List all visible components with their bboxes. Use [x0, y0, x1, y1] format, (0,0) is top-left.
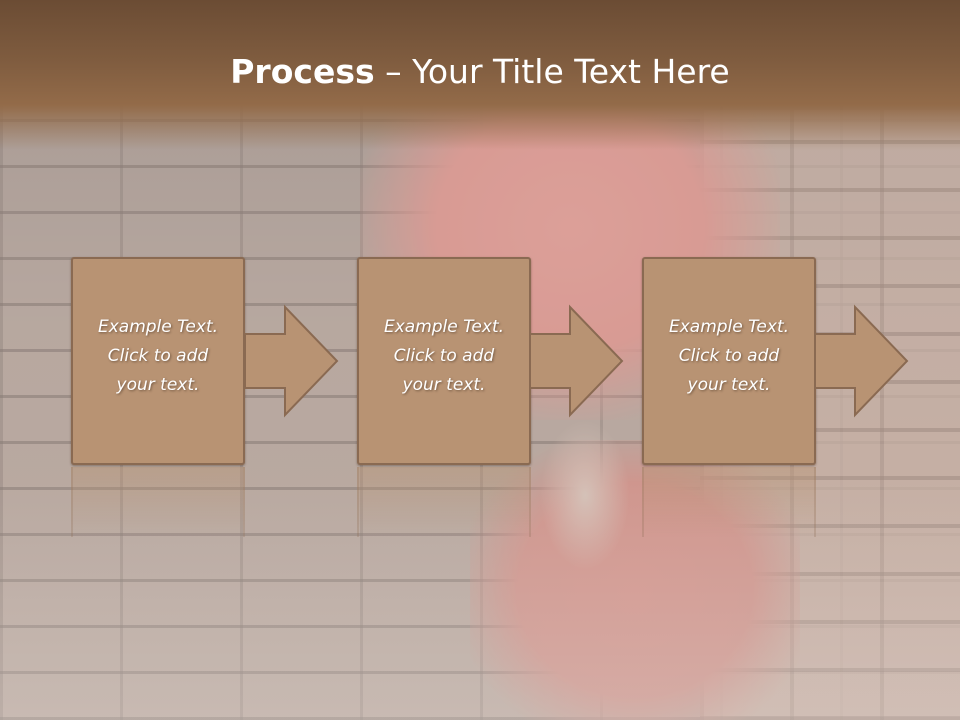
step-text[interactable]: Example Text. Click to add your text.: [73, 313, 243, 400]
right-arrow-icon: [814, 304, 909, 418]
box-reflection: [357, 467, 531, 537]
step-text-line: your text.: [116, 375, 200, 395]
step-text-line: Example Text.: [383, 317, 505, 337]
title-bold: Process: [230, 52, 375, 91]
step-text[interactable]: Example Text. Click to add your text.: [359, 313, 529, 400]
process-step-box[interactable]: Example Text. Click to add your text.: [642, 257, 816, 465]
box-reflection: [642, 467, 816, 537]
right-arrow-icon: [529, 304, 624, 418]
process-step-box[interactable]: Example Text. Click to add your text.: [357, 257, 531, 465]
red-dress-lower: [470, 440, 800, 720]
right-arrow-icon: [244, 304, 339, 418]
step-text-line: your text.: [402, 375, 486, 395]
step-text-line: your text.: [687, 375, 771, 395]
background-fade: [0, 480, 960, 720]
slide-title[interactable]: Process – Your Title Text Here: [0, 52, 960, 91]
step-text-line: Example Text.: [668, 317, 790, 337]
title-bar: [0, 0, 960, 150]
step-text-line: Click to add: [107, 346, 209, 366]
title-rest: – Your Title Text Here: [374, 52, 730, 91]
box-reflection: [71, 467, 245, 537]
step-text-line: Example Text.: [97, 317, 219, 337]
step-text-line: Click to add: [393, 346, 495, 366]
step-text-line: Click to add: [678, 346, 780, 366]
hand-image: [540, 420, 630, 570]
process-step-box[interactable]: Example Text. Click to add your text.: [71, 257, 245, 465]
step-text[interactable]: Example Text. Click to add your text.: [644, 313, 814, 400]
